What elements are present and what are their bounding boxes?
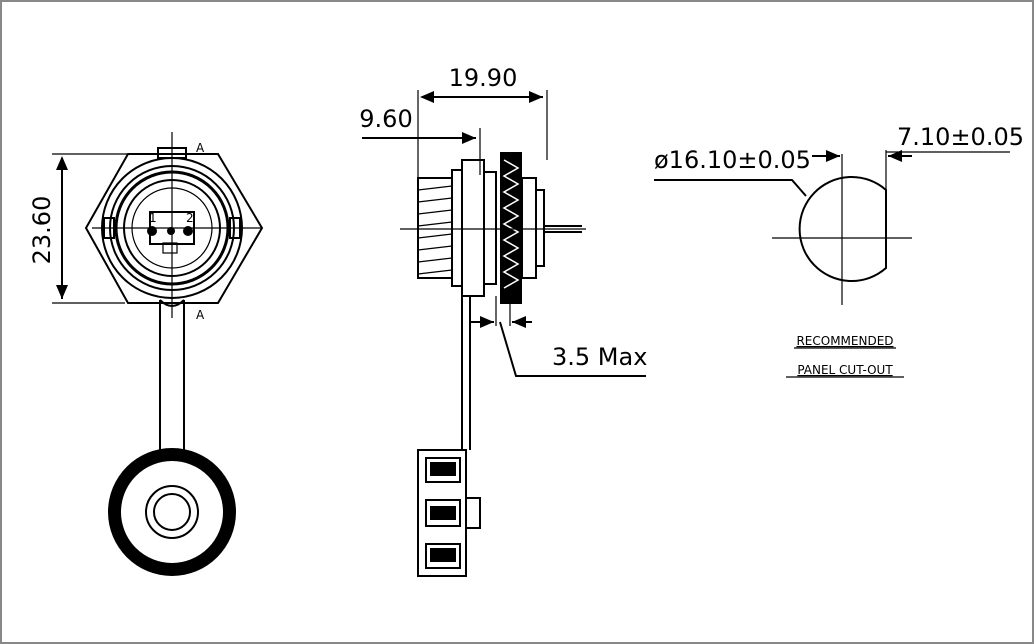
dim-overall-length-label: 19.90 [449, 64, 518, 92]
hex-flange [84, 153, 264, 304]
pin-1 [147, 226, 157, 236]
pin-2-label: 2 [186, 211, 194, 225]
side-view: 19.90 9.60 3.5 Max [359, 64, 647, 577]
cutout-profile [798, 176, 887, 282]
dust-cap [108, 448, 236, 576]
orientation-mark-bottom: A [196, 308, 205, 322]
lanyard [159, 300, 185, 458]
pin-2 [183, 226, 193, 236]
cutout-note-line2: PANEL CUT-OUT [797, 363, 893, 377]
dim-panel-thickness-label: 3.5 Max [552, 343, 647, 371]
cutout-note-line1: RECOMMENDED [796, 334, 893, 348]
dim-height-label: 23.60 [28, 196, 56, 265]
orientation-mark-top: A [196, 141, 205, 155]
pin-1-label: 1 [149, 211, 157, 225]
dim-thread-length-label: 9.60 [359, 105, 412, 133]
dust-cap-side [417, 449, 481, 577]
panel-cutout-view: ø16.10±0.05 7.10±0.05 RECOMMENDED PANEL … [654, 123, 1024, 378]
front-view: 23.60 1 2 A A [28, 132, 264, 576]
dim-cutout-diameter-label: ø16.10±0.05 [654, 146, 811, 174]
dim-cutout-flat-label: 7.10±0.05 [897, 123, 1024, 151]
